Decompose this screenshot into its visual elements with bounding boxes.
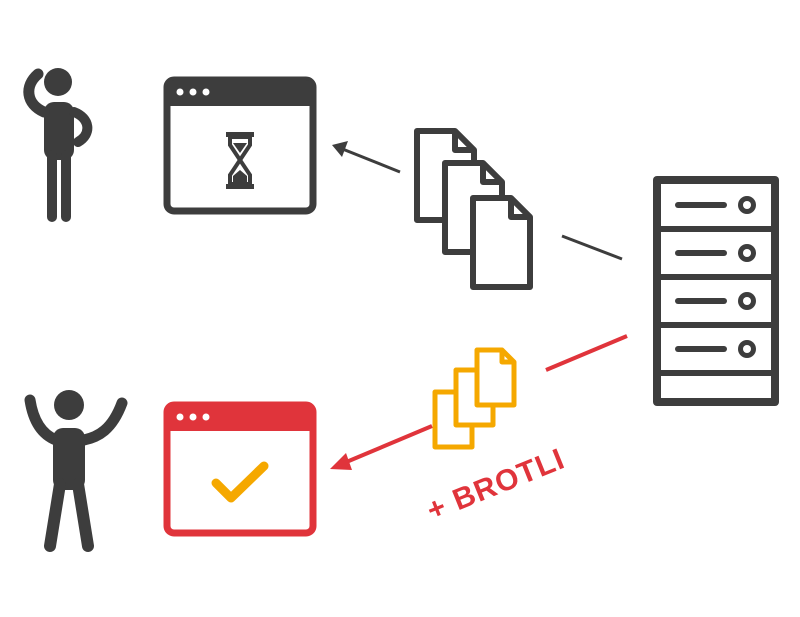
person-cheering-icon [24,390,128,552]
browser-window-checkmark-icon [163,401,317,537]
compressed-documents-icon [432,347,517,450]
person-thinking-icon [23,68,93,222]
checkmark-icon [211,461,269,503]
response-arrow-uncompressed [332,141,623,261]
documents-icon [414,128,533,290]
hourglass-icon [226,132,254,189]
response-arrow-compressed [330,334,628,470]
browser-window-hourglass-icon [163,76,317,215]
server-rack-icon [653,176,779,406]
brotli-label: + BROTLI [422,442,569,527]
